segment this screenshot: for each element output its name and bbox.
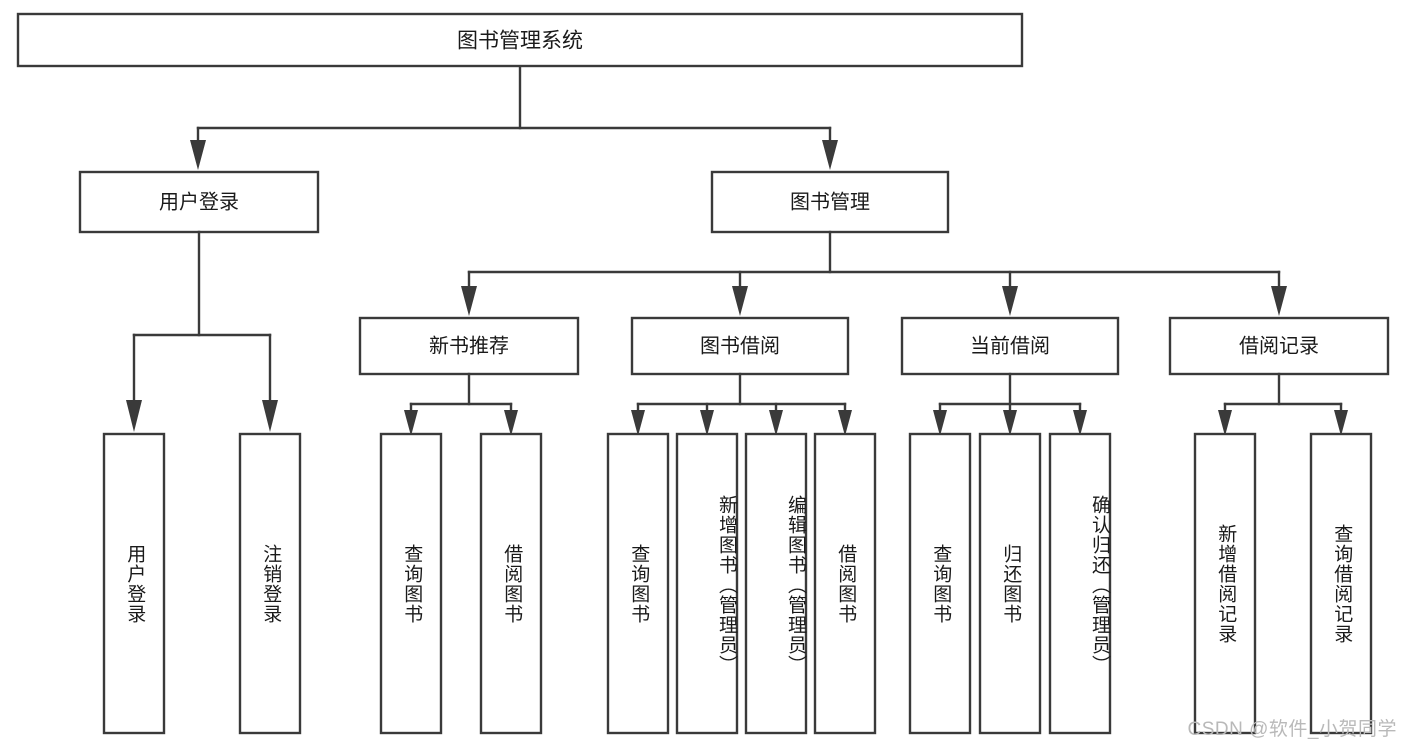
node-label-book-borrow: 图书借阅 [700, 334, 780, 357]
arrow-head-current-borrow [1002, 286, 1018, 316]
connector-group-current-borrow [933, 372, 1087, 436]
node-box-user-login[interactable] [78, 170, 320, 234]
node-book-management[interactable]: 图书管理 [710, 170, 950, 234]
leaf-box-borrow-book-nbr[interactable] [479, 432, 543, 735]
arrow-head-br-leaf-2 [1334, 410, 1348, 436]
leaf-box-user-login[interactable] [102, 432, 166, 735]
node-label-root-system: 图书管理系统 [457, 30, 583, 53]
arrow-head-new-book-recommend [461, 286, 477, 316]
arrow-head-bb-leaf-1 [631, 410, 645, 436]
connector-group-root [190, 64, 838, 170]
leaf-box-add-book-admin[interactable] [675, 432, 739, 735]
leaf-box-add-borrow-record[interactable] [1193, 432, 1257, 735]
node-label-borrow-record: 借阅记录 [1239, 334, 1319, 357]
leaf-box-edit-book-admin[interactable] [744, 432, 808, 735]
leaf-box-query-book-nbr[interactable] [379, 432, 443, 735]
arrow-head-bb-leaf-2 [700, 410, 714, 436]
node-root-system[interactable]: 图书管理系统 [16, 12, 1024, 68]
arrow-head-br-leaf-1 [1218, 410, 1232, 436]
arrow-head-bb-leaf-3 [769, 410, 783, 436]
arrow-head-nbr-leaf-1 [404, 410, 418, 436]
connector-group-borrow-record [1218, 372, 1348, 436]
connector-group-new-book-recommend [404, 372, 518, 436]
node-user-login[interactable]: 用户登录 [78, 170, 320, 234]
arrow-head-leaf-logout [262, 400, 278, 432]
arrow-head-leaf-user-login [126, 400, 142, 432]
arrow-head-bb-leaf-4 [838, 410, 852, 436]
node-label-book-management: 图书管理 [790, 190, 870, 213]
arrow-head-borrow-record [1271, 286, 1287, 316]
leaf-box-logout[interactable] [238, 432, 302, 735]
csdn-watermark: CSDN @软件_小贺同学 [1187, 719, 1397, 740]
node-box-root-system[interactable] [16, 12, 1024, 68]
leaf-box-return-book[interactable] [978, 432, 1042, 735]
arrow-head-user-login [190, 140, 206, 170]
arrow-head-cb-leaf-1 [933, 410, 947, 436]
node-new-book-recommend[interactable]: 新书推荐 [358, 316, 580, 376]
node-box-current-borrow[interactable] [900, 316, 1120, 376]
connector-group-book-management [461, 230, 1287, 316]
leaf-box-query-book-bb[interactable] [606, 432, 670, 735]
arrow-head-nbr-leaf-2 [504, 410, 518, 436]
node-box-borrow-record[interactable] [1168, 316, 1390, 376]
connector-group-book-borrow [631, 372, 852, 436]
node-label-current-borrow: 当前借阅 [970, 334, 1050, 357]
leaf-box-borrow-book-bb[interactable] [813, 432, 877, 735]
leaf-box-query-book-cb[interactable] [908, 432, 972, 735]
arrow-head-cb-leaf-3 [1073, 410, 1087, 436]
arrow-head-cb-leaf-2 [1003, 410, 1017, 436]
node-book-borrow[interactable]: 图书借阅 [630, 316, 850, 376]
node-label-user-login: 用户登录 [159, 190, 239, 213]
node-box-new-book-recommend[interactable] [358, 316, 580, 376]
node-current-borrow[interactable]: 当前借阅 [900, 316, 1120, 376]
leaf-box-confirm-return-admin[interactable] [1048, 432, 1112, 735]
node-borrow-record[interactable]: 借阅记录 [1168, 316, 1390, 376]
arrow-head-book-borrow [732, 286, 748, 316]
connector-group-user-login [126, 230, 278, 432]
arrow-head-book-mgmt [822, 140, 838, 170]
node-label-new-book-recommend: 新书推荐 [429, 334, 509, 357]
node-box-book-borrow[interactable] [630, 316, 850, 376]
leaf-box-query-borrow-record[interactable] [1309, 432, 1373, 735]
